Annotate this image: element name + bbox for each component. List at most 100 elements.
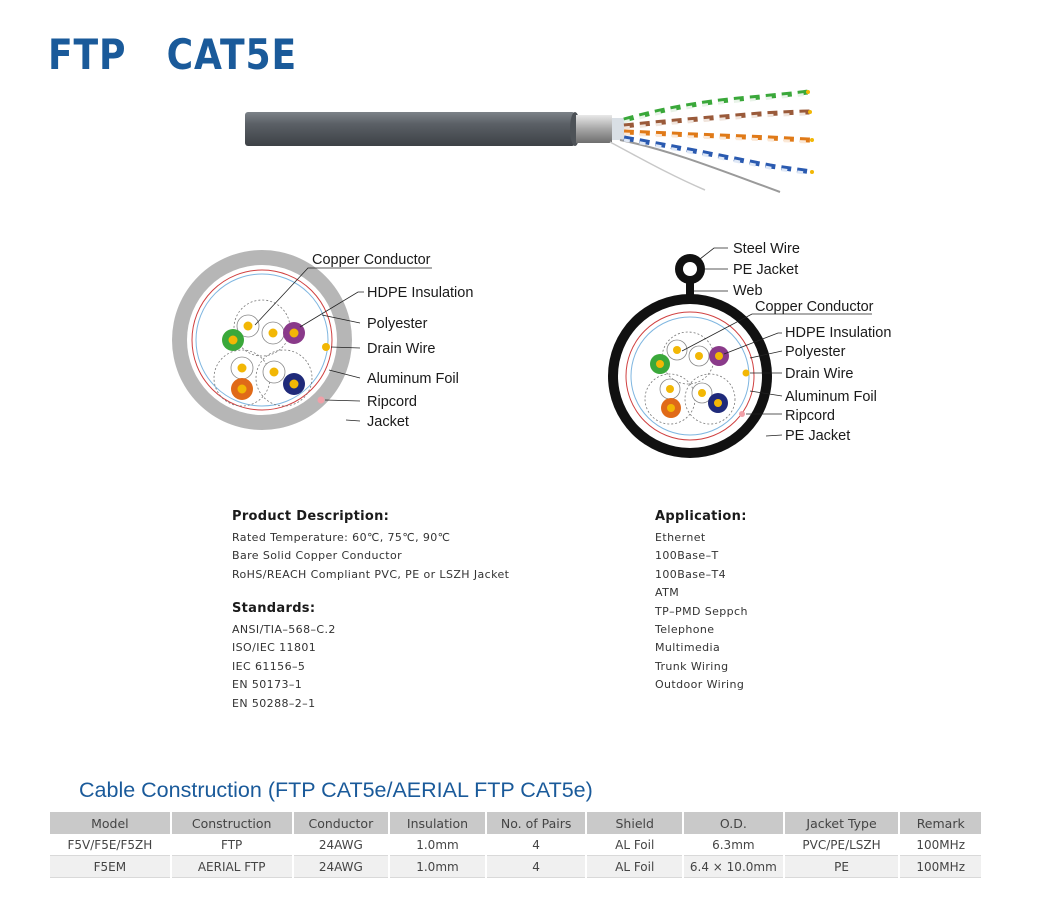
cable-jacket xyxy=(245,112,575,146)
ripcord-dot xyxy=(317,396,325,404)
application-line: Ethernet xyxy=(655,531,706,544)
pair-orange-disc xyxy=(644,373,696,425)
header-model: Model xyxy=(50,812,170,834)
cell-insulation: 1.0mm xyxy=(390,856,485,878)
table-header-row: Model Construction Conductor Insulation … xyxy=(50,812,981,834)
product-description-line: RoHS/REACH Compliant PVC, PE or LSZH Jac… xyxy=(232,567,510,581)
jacket-inner xyxy=(187,265,337,415)
polyester-ring xyxy=(630,316,750,436)
drain-wire-dot xyxy=(322,343,330,351)
cell-construction: FTP xyxy=(171,834,292,856)
pair-green xyxy=(623,89,809,124)
standards-line: EN 50288–2–1 xyxy=(232,696,316,710)
product-description-line: Rated Temperature: 60℃, 75℃, 90℃ xyxy=(232,531,451,544)
cell-conductor: 24AWG xyxy=(293,856,389,878)
cell-model: F5EM xyxy=(50,856,170,878)
header-shield: Shield xyxy=(587,812,683,834)
pair-orange xyxy=(623,129,813,144)
application-line: ATM xyxy=(655,586,680,600)
label-ripcord: Ripcord xyxy=(785,408,835,424)
standards-line: ISO/IEC 11801 xyxy=(232,641,317,655)
label-copper-conductor: Copper Conductor xyxy=(755,299,874,315)
cell-construction: AERIAL FTP xyxy=(171,856,292,878)
pair-purple-disc xyxy=(261,321,305,345)
pair-top xyxy=(650,331,715,385)
standards-line: IEC 61156–5 xyxy=(232,659,306,673)
application-line: Trunk Wiring xyxy=(655,659,729,673)
label-ripcord: Ripcord xyxy=(367,394,417,410)
cell-remark: 100MHz xyxy=(900,856,981,878)
pair-green-disc xyxy=(222,329,244,351)
header-remark: Remark xyxy=(900,812,981,834)
cell-conductor: 24AWG xyxy=(293,834,389,856)
standards: Standards: ANSI/TIA–568–C.2 ISO/IEC 1180… xyxy=(232,601,336,713)
application-line: Telephone xyxy=(655,623,715,637)
cell-pairs: 4 xyxy=(486,856,586,878)
label-hdpe-insulation: HDPE Insulation xyxy=(367,285,473,301)
header-no-of-pairs: No. of Pairs xyxy=(486,812,586,834)
label-drain-wire: Drain Wire xyxy=(367,341,435,357)
application-line: Outdoor Wiring xyxy=(655,678,745,692)
pair-blue xyxy=(623,135,813,176)
page-title: FTP CAT5E xyxy=(48,30,298,79)
standards-heading: Standards: xyxy=(232,601,316,616)
label-aluminum-foil: Aluminum Foil xyxy=(785,389,877,405)
cable-foil xyxy=(576,115,612,143)
pair-orange-disc xyxy=(213,349,271,407)
label-pe-jacket-bottom: PE Jacket xyxy=(785,428,850,444)
label-aluminum-foil: Aluminum Foil xyxy=(367,371,459,387)
label-drain-wire: Drain Wire xyxy=(785,366,853,382)
ripcord-dot xyxy=(739,411,745,417)
application-line: 100Base–T4 xyxy=(655,567,726,581)
product-description-heading: Product Description: xyxy=(232,509,390,524)
standards-line: ANSI/TIA–568–C.2 xyxy=(232,623,336,636)
application: Application: Ethernet 100Base–T 100Base–… xyxy=(655,509,748,695)
product-description-line: Bare Solid Copper Conductor xyxy=(232,549,403,563)
web xyxy=(686,282,694,300)
polyester-ring xyxy=(195,273,329,407)
pair-blue-disc xyxy=(255,349,313,407)
label-web: Web xyxy=(733,283,763,299)
pair-purple-disc xyxy=(688,345,729,367)
cable-construction-table: Model Construction Conductor Insulation … xyxy=(48,812,983,878)
table-row: F5V/F5E/F5ZH FTP 24AWG 1.0mm 4 AL Foil 6… xyxy=(50,834,981,856)
pair-blue-disc xyxy=(684,373,736,425)
foil-ring xyxy=(625,311,755,441)
cell-insulation: 1.0mm xyxy=(390,834,485,856)
ripcord xyxy=(609,141,706,191)
steel-wire-core xyxy=(683,262,697,276)
cable-polyester xyxy=(612,118,626,140)
header-construction: Construction xyxy=(171,812,292,834)
label-jacket: Jacket xyxy=(367,414,409,430)
pair-brown xyxy=(623,109,811,130)
header-jacket-type: Jacket Type xyxy=(784,812,899,834)
ftp-cross-section: Copper Conductor HDPE Insulation Polyest… xyxy=(172,250,473,430)
label-copper-conductor: Copper Conductor xyxy=(312,252,431,268)
label-hdpe-insulation: HDPE Insulation xyxy=(785,325,891,341)
product-description: Product Description: Rated Temperature: … xyxy=(232,509,509,584)
cell-jacket-type: PVC/PE/LSZH xyxy=(784,834,899,856)
header-insulation: Insulation xyxy=(390,812,485,834)
drain-wire xyxy=(619,139,781,193)
application-heading: Application: xyxy=(655,509,747,524)
table-title: Cable Construction (FTP CAT5e/AERIAL FTP… xyxy=(79,778,593,802)
drain-wire-dot xyxy=(742,369,750,377)
aerial-ftp-cross-section: Steel Wire PE Jacket Web Copper Conducto… xyxy=(608,241,891,458)
header-od: O.D. xyxy=(684,812,783,834)
cell-shield: AL Foil xyxy=(587,856,683,878)
label-steel-wire: Steel Wire xyxy=(733,241,800,257)
cell-pairs: 4 xyxy=(486,834,586,856)
label-polyester: Polyester xyxy=(785,344,846,360)
application-line: Multimedia xyxy=(655,641,721,655)
pe-jacket-inner xyxy=(618,304,762,448)
label-polyester: Polyester xyxy=(367,316,428,332)
cable-illustration xyxy=(245,89,814,193)
cell-model: F5V/F5E/F5ZH xyxy=(50,834,170,856)
table-row: F5EM AERIAL FTP 24AWG 1.0mm 4 AL Foil 6.… xyxy=(50,856,981,878)
foil-ring xyxy=(191,269,333,411)
cell-shield: AL Foil xyxy=(587,834,683,856)
cell-jacket-type: PE xyxy=(784,856,899,878)
application-line: 100Base–T xyxy=(655,549,719,563)
cell-remark: 100MHz xyxy=(900,834,981,856)
application-line: TP–PMD Seppch xyxy=(655,604,748,618)
